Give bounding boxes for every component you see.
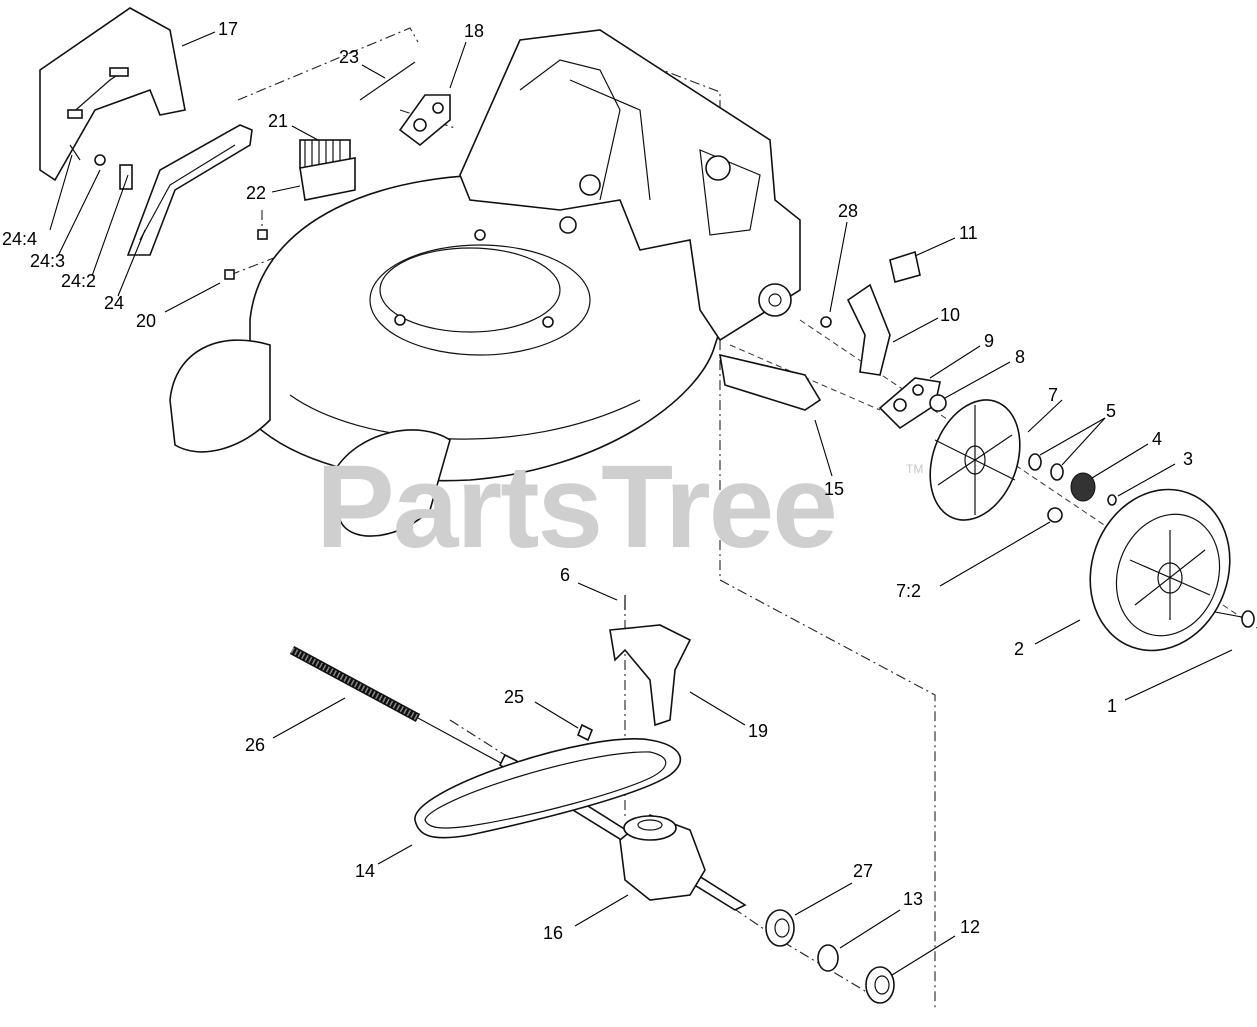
callout-20: 20 [136, 311, 157, 331]
rear-door-15 [719, 353, 822, 411]
callout-24: 24 [104, 293, 125, 313]
callout-24-4: 24:4 [2, 229, 38, 249]
callout-19: 19 [748, 721, 769, 741]
callout-10: 10 [940, 305, 961, 325]
transmission-16 [619, 814, 706, 901]
callout-22: 22 [246, 183, 267, 203]
rear-deflector [39, 7, 186, 182]
callout-28: 28 [838, 201, 859, 221]
bracket-18 [398, 94, 451, 147]
bracket-19 [609, 595, 692, 727]
hinge-spring [299, 61, 416, 201]
callout-27: 27 [853, 861, 874, 881]
trademark-mark: TM [906, 462, 924, 476]
callout-18: 18 [464, 21, 485, 41]
callout-5: 5 [1106, 401, 1117, 421]
callout-8: 8 [1015, 347, 1026, 367]
callout-6: 6 [560, 565, 571, 585]
handle-bracket [69, 124, 253, 256]
deck-skirts [169, 339, 451, 537]
callout-7: 7 [1048, 385, 1059, 405]
leader-lines [49, 31, 1233, 976]
callout-1: 1 [1107, 696, 1118, 716]
callout-13: 13 [903, 889, 924, 909]
axle-gear-28 [758, 283, 792, 317]
callout-25: 25 [504, 687, 525, 707]
callout-4: 4 [1152, 429, 1163, 449]
callout-7-2: 7:2 [896, 581, 922, 601]
callout-17: 17 [218, 19, 239, 39]
height-adjuster [820, 250, 947, 430]
washers [1028, 453, 1117, 523]
callout-2: 2 [1014, 639, 1025, 659]
rear-wheel-2 [1089, 488, 1231, 652]
bolt-1 [1214, 610, 1255, 628]
callout-24-2: 24:2 [61, 271, 97, 291]
callout-26: 26 [245, 735, 266, 755]
hub-plate-7 [929, 399, 1021, 521]
bushings [765, 909, 895, 1004]
callout-11: 11 [959, 223, 978, 243]
threaded-rod-26 [289, 646, 511, 769]
callout-9: 9 [984, 331, 995, 351]
callout-21: 21 [268, 111, 289, 131]
watermark-text: PartsTree [316, 441, 838, 573]
fasteners [224, 229, 268, 280]
clip-25 [576, 723, 594, 742]
callout-3: 3 [1183, 449, 1194, 469]
callout-16: 16 [543, 923, 564, 943]
drive-belt-14 [414, 738, 682, 839]
callout-23: 23 [339, 47, 360, 67]
callout-24-3: 24:3 [30, 251, 66, 271]
callout-12: 12 [960, 917, 981, 937]
deck-housing [459, 29, 801, 342]
callout-15: 15 [824, 479, 845, 499]
callout-14: 14 [355, 861, 376, 881]
